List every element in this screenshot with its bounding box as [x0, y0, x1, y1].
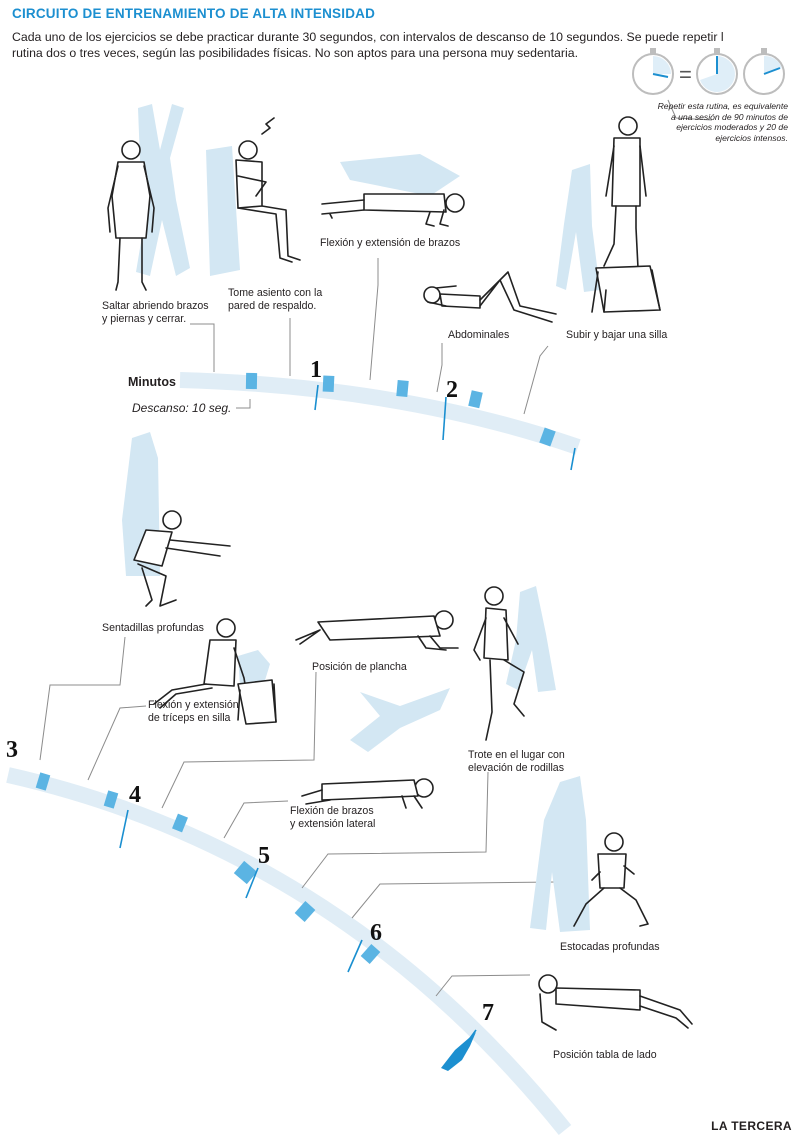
rest-block — [35, 772, 51, 791]
rest-block — [396, 380, 409, 397]
minute-tick-6 — [347, 939, 363, 973]
minute-marker-2: 2 — [446, 377, 458, 403]
stopwatch-icon-2 — [696, 48, 738, 95]
intro-line-2: rutina dos o tres veces, según las posib… — [12, 46, 578, 60]
minute-tick-5 — [245, 867, 259, 899]
plank-illustration — [295, 610, 459, 651]
exercise-label-crunches: Abdominales — [448, 329, 510, 341]
rest-block — [103, 790, 119, 809]
exercise-label-wall-sit: Tome asiento con la pared de respaldo. — [228, 287, 322, 313]
minute-tick-2 — [442, 396, 447, 441]
leader-line — [161, 671, 317, 809]
exercise-label-line: pared de respaldo. — [228, 300, 317, 312]
push-up-illustration — [321, 154, 465, 227]
rest-block — [360, 944, 381, 964]
exercise-label-line: elevación de rodillas — [468, 762, 564, 774]
rest-block — [172, 813, 188, 833]
exercise-label-step-up: Subir y bajar una silla — [566, 329, 668, 341]
high-knees-illustration — [473, 586, 556, 741]
exercise-label-jumping-jacks: Saltar abriendo brazos y piernas y cerra… — [102, 300, 209, 326]
exercise-label-line: Flexión de brazos — [290, 805, 374, 817]
crunches-illustration — [423, 271, 557, 323]
minute-marker-6: 6 — [370, 920, 382, 946]
exercise-label-line: y piernas y cerrar. — [102, 313, 187, 325]
rest-block — [322, 375, 335, 392]
note-pointer — [667, 99, 713, 121]
stopwatch-icon-3 — [743, 48, 785, 95]
rest-block — [468, 390, 483, 409]
equivalence-note: Repetir esta rutina, es equivalente a un… — [628, 101, 788, 143]
minute-marker-7: 7 — [482, 1000, 494, 1026]
exercise-label-side-plank: Posición tabla de lado — [553, 1049, 657, 1061]
leader-line — [523, 345, 549, 415]
minute-tick-1 — [314, 384, 319, 411]
minute-marker-3: 3 — [6, 737, 18, 763]
rest-block — [233, 860, 258, 885]
leader-line — [369, 258, 379, 381]
leader-line — [351, 881, 557, 919]
rest-duration-label: Descanso: 10 seg. — [132, 401, 232, 415]
exercise-label-lunges: Estocadas profundas — [560, 941, 660, 953]
minute-tick-end — [570, 447, 576, 471]
triceps-dip-illustration — [153, 618, 277, 725]
leader-line — [87, 705, 147, 781]
timeline-track-bottom — [6, 767, 572, 1136]
step-up-illustration — [556, 116, 661, 313]
jumping-jacks-illustration — [107, 104, 190, 291]
leader-line — [39, 636, 126, 761]
intro-text: Cada uno de los ejercicios se debe pract… — [12, 29, 782, 61]
exercise-label-plank: Posición de plancha — [312, 661, 407, 673]
side-plank-illustration — [538, 974, 693, 1031]
exercise-label-line: de tríceps en silla — [148, 712, 231, 724]
exercise-label-side-push-up: Flexión de brazos y extensión lateral — [290, 805, 375, 831]
timeline-track-top — [179, 372, 581, 455]
minute-marker-1: 1 — [310, 357, 322, 383]
note-line: Repetir esta rutina, es equivalente — [657, 101, 788, 111]
exercise-label-push-up: Flexión y extensión de brazos — [320, 237, 461, 249]
exercise-label-line: Saltar abriendo brazos — [102, 300, 209, 312]
wall-sit-illustration — [206, 117, 301, 276]
exercise-label-line: y extensión lateral — [290, 818, 376, 830]
minute-tick-4 — [119, 809, 129, 849]
lunge-illustration — [530, 776, 649, 932]
note-line: a una sesión de 90 minutos de — [670, 111, 788, 122]
exercise-label-line: Flexión y extensión — [148, 699, 239, 711]
leader-line — [436, 343, 443, 393]
leader-line — [223, 800, 289, 839]
side-plank-push-up-illustration — [301, 688, 450, 809]
minute-marker-4: 4 — [129, 782, 141, 808]
exercise-label-line: Tome asiento con la — [228, 287, 323, 299]
minute-marker-5: 5 — [258, 843, 270, 869]
leader-line — [236, 399, 251, 409]
note-line: ejercicios moderados y 20 de — [676, 122, 788, 132]
rest-block — [294, 901, 316, 922]
exercise-label-triceps: Flexión y extensión de tríceps en silla — [148, 699, 239, 725]
leader-line — [190, 323, 215, 372]
leader-line — [435, 974, 531, 997]
leader-line — [301, 771, 489, 889]
squat-illustration — [122, 432, 231, 607]
note-line: ejercicios intensos. — [715, 132, 788, 143]
intro-line-1: Cada uno de los ejercicios se debe pract… — [12, 30, 724, 44]
timeline-label: Minutos — [128, 375, 176, 389]
finish-arrow — [441, 1032, 476, 1071]
publisher-brand: LA TERCERA — [711, 1119, 792, 1133]
exercise-label-line: Trote en el lugar con — [468, 749, 565, 761]
page-title: CIRCUITO DE ENTRENAMIENTO DE ALTA INTENS… — [12, 6, 376, 21]
exercise-label-squats: Sentadillas profundas — [102, 622, 204, 634]
equals-sign: = — [679, 62, 692, 87]
rest-block — [539, 427, 556, 447]
exercise-label-high-knees: Trote en el lugar con elevación de rodil… — [468, 749, 565, 775]
stopwatch-icon-1 — [632, 48, 674, 95]
